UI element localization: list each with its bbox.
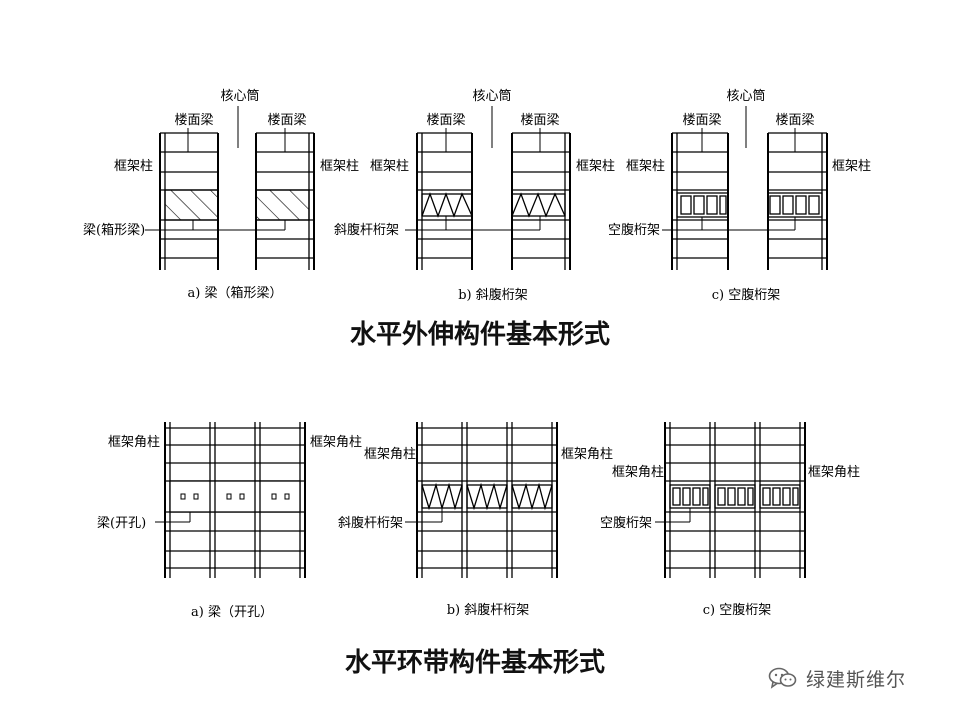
member-label: 空腹桁架 [608,222,660,238]
column-right-label: 框架柱 [832,159,871,174]
floor-beam-left-label: 楼面梁 [426,113,465,128]
top-panel-b: 核心筒 楼面梁 楼面梁 框架柱 框架柱 斜腹杆桁架 b) 斜腹桁架 [334,88,615,303]
wechat-icon [768,667,797,689]
panel-caption: b) 斜腹桁架 [458,287,528,303]
bottom-section-title: 水平环带构件基本形式 [345,648,605,678]
top-section-title: 水平外伸构件基本形式 [350,320,610,350]
panel-caption: c) 空腹桁架 [712,287,781,303]
column-left-label: 框架柱 [114,159,153,174]
floor-beam-right-label: 楼面梁 [520,113,559,128]
floor-beam-left-label: 楼面梁 [682,113,721,128]
core-tube-label: 核心筒 [220,88,259,104]
panel-caption: b) 斜腹杆桁架 [447,602,530,618]
top-panel-a: 核心筒 楼面梁 楼面梁 框架柱 框架柱 梁(箱形梁) a) 梁（箱形梁） [83,88,359,301]
corner-column-left-label: 框架角柱 [612,465,664,480]
column-right-label: 框架柱 [576,159,615,174]
member-label: 斜腹杆桁架 [338,515,403,531]
member-label: 斜腹杆桁架 [334,222,399,238]
floor-beam-left-label: 楼面梁 [174,113,213,128]
watermark-text: 绿建斯维尔 [806,668,907,691]
member-label: 空腹桁架 [600,515,652,531]
top-panel-c: 核心筒 楼面梁 楼面梁 框架柱 框架柱 空腹桁架 c) 空腹桁架 [608,88,871,303]
corner-column-right-label: 框架角柱 [561,447,613,462]
panel-caption: a) 梁（开孔） [191,605,273,620]
bottom-panel-b: 框架角柱 框架角柱 斜腹杆桁架 b) 斜腹杆桁架 [338,422,613,618]
panel-caption: c) 空腹桁架 [703,602,772,618]
core-tube-label: 核心筒 [472,88,511,104]
corner-column-left-label: 框架角柱 [364,447,416,462]
floor-beam-right-label: 楼面梁 [267,113,306,128]
bottom-panel-a: 框架角柱 框架角柱 梁(开孔) a) 梁（开孔） [97,422,362,620]
floor-beam-right-label: 楼面梁 [775,113,814,128]
core-tube-label: 核心筒 [726,88,765,104]
watermark: 绿建斯维尔 [768,662,906,694]
column-right-label: 框架柱 [320,159,359,174]
member-label: 梁(开孔) [97,516,146,531]
panel-caption: a) 梁（箱形梁） [188,285,283,301]
bottom-panel-c: 框架角柱 框架角柱 空腹桁架 c) 空腹桁架 [600,422,860,618]
member-label: 梁(箱形梁) [83,222,145,238]
column-left-label: 框架柱 [370,159,409,174]
corner-column-right-label: 框架角柱 [310,435,362,450]
corner-column-left-label: 框架角柱 [108,435,160,450]
corner-column-right-label: 框架角柱 [808,465,860,480]
column-left-label: 框架柱 [626,159,665,174]
